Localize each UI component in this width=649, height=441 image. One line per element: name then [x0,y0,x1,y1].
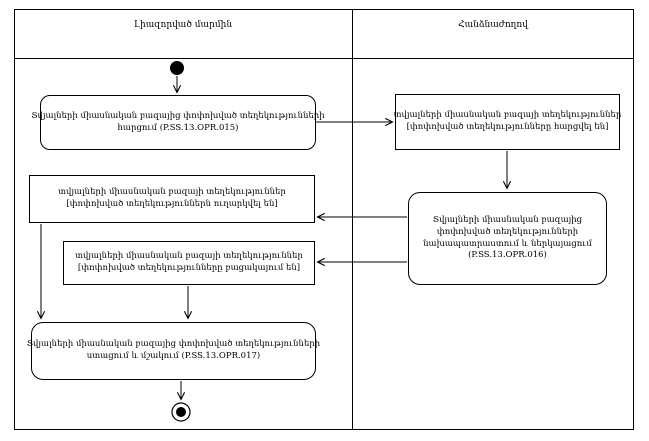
header-divider [14,58,634,59]
object-info-sent: տվյալների միասնական բազայի տեղեկությունն… [29,175,315,223]
swimlane-header-authorized-body: Լիազորված մարմին [133,20,233,30]
object-info-absent: տվյալների միասնական բազայի տեղեկությունն… [63,241,315,285]
object-label-line: [փոփոխված տեղեկությունները բացակայում են… [77,263,301,273]
activity-label-line: հարցում (P.SS.13.OPR.015) [117,122,239,133]
activity-label-line: նախապատրաստում և ներկայացում [423,238,592,249]
activity-label-line: Տվյալների միասնական բազայից փոփոխված տեղ… [31,110,325,121]
activity-query-changed-info: Տվյալների միասնական բազայից փոփոխված տեղ… [31,95,325,150]
activity-label-line: Տվյալների միասնական բազայից փոփոխված տեղ… [26,339,321,350]
object-label-line: տվյալների միասնական բազայի տեղեկությունն… [58,187,286,198]
object-info-requested: տվյալների միասնական բազայի տեղեկությունն… [393,94,622,150]
activity-label-line: ստացում և մշակում (P.SS.13.OPR.017) [86,351,261,361]
diagram-frame [14,9,634,430]
activity-label-line: Տվյալների միասնական բազայից [432,214,583,225]
activity-label-line: փոփոխված տեղեկությունների [436,226,579,237]
object-label-line: [փոփոխված տեղեկություններն ուղարկվել են] [66,199,278,209]
activity-prepare-present-info: Տվյալների միասնական բազայից փոփոխված տեղ… [408,192,607,285]
swimlane-separator [352,9,353,430]
activity-label-line: (P.SS.13.OPR.016) [468,250,547,261]
activity-receive-process-info: Տվյալների միասնական բազայից փոփոխված տեղ… [27,322,320,380]
object-label-line: [փոփոխված տեղեկությունները հարցվել են] [406,122,609,132]
object-label-line: տվյալների միասնական բազայի տեղեկությունն… [393,110,622,121]
swimlane-header-commission: Հանձնաժողով [458,20,528,30]
object-label-line: տվյալների միասնական բազայի տեղեկությունն… [75,251,303,262]
